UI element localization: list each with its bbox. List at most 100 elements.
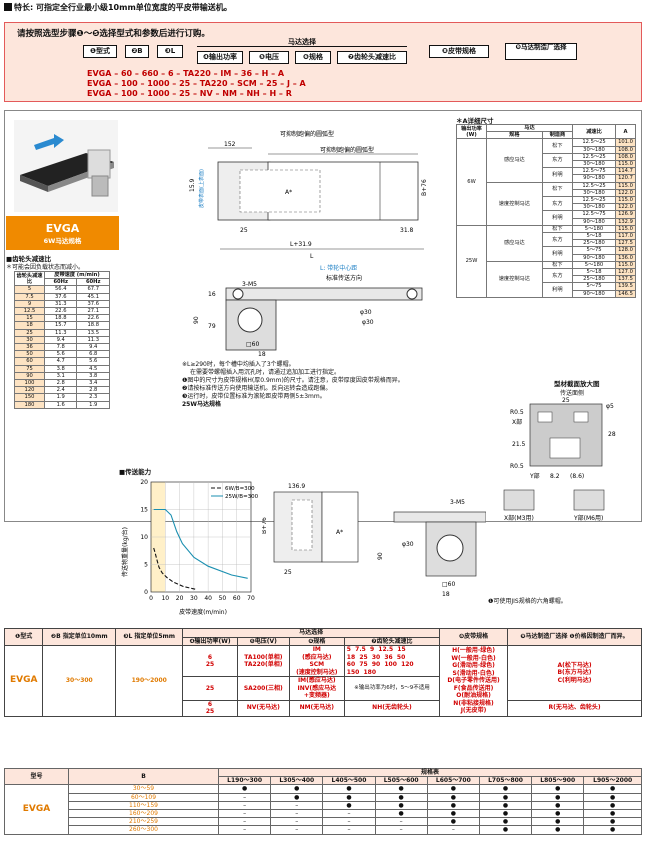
apos-maker: 松下 xyxy=(541,260,574,270)
gear-cell: 25 xyxy=(14,328,45,337)
size-cell: – xyxy=(217,809,272,819)
apos-ratio: 5～180 xyxy=(572,260,616,270)
product-badge: EVGA 6W马达规格 xyxy=(6,216,119,250)
note-3: ❶图中的尺寸为皮带规格H(厚0.9mm)的尺寸。请注意，皮带厚度因皮带规格而异。 xyxy=(182,377,404,384)
apos-a: 115.0 xyxy=(615,224,636,234)
size-b: 110～159 xyxy=(68,800,219,811)
gear-cell: 5.6 xyxy=(43,350,78,359)
m25-136: 90 xyxy=(377,552,384,560)
sel-head-spec: ❻规格 xyxy=(288,636,345,646)
size-cell: – xyxy=(217,817,272,827)
order-field-ratio: ❼齿轮头减速比 xyxy=(337,51,407,64)
gear-cell: 11.3 xyxy=(43,328,78,337)
size-cell: – xyxy=(374,817,428,827)
order-example-1: EVGA – 60 – 660 – 6 – TA220 – IM – 36 – … xyxy=(87,69,285,78)
apos-ratio: 12.5～75 xyxy=(572,167,616,176)
apos-a: 139.5 xyxy=(615,282,636,291)
sel-r3-v: NV(无马达) xyxy=(236,699,290,717)
size-cell: ● xyxy=(583,809,642,819)
gear-cell: 67.7 xyxy=(76,285,110,294)
gear-cell: 5.6 xyxy=(76,357,110,366)
gear-cell: 9.4 xyxy=(43,335,78,345)
apos-ratio: 30～180 xyxy=(572,188,616,198)
size-b: 60～109 xyxy=(68,792,219,802)
sel-r3-spec: NM(无马达) xyxy=(288,699,345,717)
size-cell: ● xyxy=(478,792,533,802)
capacity-ytick: 5 xyxy=(144,562,148,569)
size-cell: ● xyxy=(426,792,480,802)
size-cell: ● xyxy=(322,800,376,811)
frame-xpart: X部 xyxy=(512,418,522,426)
capacity-ytick: 0 xyxy=(144,589,148,596)
size-row: 160～209–––●●●●● xyxy=(5,809,642,819)
size-cell: – xyxy=(270,800,324,811)
note-5: ❸运行时，皮带位置标准为滚轮距皮带两侧5±3mm。 xyxy=(182,393,326,400)
apos-ratio: 12.5～25 xyxy=(572,138,616,147)
sel-r2-ratio: ※输出功率为6时，5～9不适用 xyxy=(343,676,441,701)
apos-head-ratio: 减速比 xyxy=(572,123,616,140)
m25-4m5: 3-M5 xyxy=(450,499,465,506)
capacity-ylabel: 传送物重量(kg/台) xyxy=(121,527,129,577)
gear-cell: 36 xyxy=(14,343,45,352)
gear-cell: 27.1 xyxy=(76,307,110,316)
capacity-ytick: 15 xyxy=(140,507,148,514)
capacity-ytick: 10 xyxy=(140,534,148,541)
gear-cell: 2.8 xyxy=(76,386,110,395)
gear-cell: 4.5 xyxy=(76,364,110,373)
m25-phi30: φ30 xyxy=(402,541,414,548)
product-sub: 6W马达规格 xyxy=(43,237,82,245)
gear-cell: 7.5 xyxy=(14,292,45,301)
sel-head-maker: ❾马达制造厂选择 ❶价格因制造厂而异。 xyxy=(507,628,642,646)
size-row: 110～159––●●●●●● xyxy=(5,800,642,811)
selection-table: ❶型式 ❷B 指定单位10mm ❸L 指定单位5mm 马达选择 ❽皮带规格 ❾马… xyxy=(3,628,642,717)
gear-cell: 18 xyxy=(14,321,45,330)
apos-ratio: 5～180 xyxy=(572,224,616,234)
size-cell: ● xyxy=(583,817,642,827)
sel-r2-v: SA200(三相) xyxy=(236,676,290,701)
size-b: 210～259 xyxy=(68,817,219,827)
pulley-label-2: 可抑制跑偏的圆弧型 xyxy=(320,146,374,154)
apos-ratio: 90～180 xyxy=(572,174,616,183)
gear-cell: 37.6 xyxy=(43,292,78,301)
gear-cell: 18.8 xyxy=(76,321,110,330)
size-cell: ● xyxy=(478,784,533,794)
m25-90: 18 xyxy=(442,591,450,598)
note-2: 在需要带螺帽插入用沉孔时，请通过追加加工进行指定。 xyxy=(190,369,341,376)
gear-cell: 11.3 xyxy=(76,335,110,345)
gear-cell: 1.9 xyxy=(43,393,78,402)
apos-a: 128.0 xyxy=(615,246,636,255)
apos-head-maker: 制造商 xyxy=(541,131,574,140)
apos-a: 137.5 xyxy=(615,275,636,284)
dim-4m5: 3-M5 xyxy=(242,281,257,288)
gear-cell: 3.8 xyxy=(43,364,78,373)
gear-cell: 7.8 xyxy=(43,343,78,352)
size-cell: – xyxy=(270,825,324,835)
sel-b: 30～300 xyxy=(42,645,117,717)
apos-ratio: 5～75 xyxy=(572,246,616,255)
sel-l: 190～2000 xyxy=(115,645,184,717)
order-example-2: EVGA – 100 – 1000 – 25 – TA220 – SCM – 2… xyxy=(87,79,306,88)
gear-head-ratio: 齿轮头减速比 xyxy=(14,270,45,287)
size-head-type: 型号 xyxy=(4,767,69,786)
gear-cell: 12.5 xyxy=(14,307,45,316)
dim-b76: 15.9 xyxy=(189,178,196,192)
apos-ratio: 30～180 xyxy=(572,145,616,154)
size-cell: – xyxy=(374,825,428,835)
m25-40: 136.9 xyxy=(288,483,305,490)
dim-60: 18 xyxy=(258,351,266,358)
apos-a: 115.0 xyxy=(615,181,636,190)
size-cell: ● xyxy=(374,809,428,819)
size-col: L505～600 xyxy=(374,776,428,786)
direction-label: 标准传送方向 xyxy=(326,274,362,282)
header-text: 特长: 可指定全行业最小级10mm单位宽度的平皮带输送机。 xyxy=(14,3,232,12)
